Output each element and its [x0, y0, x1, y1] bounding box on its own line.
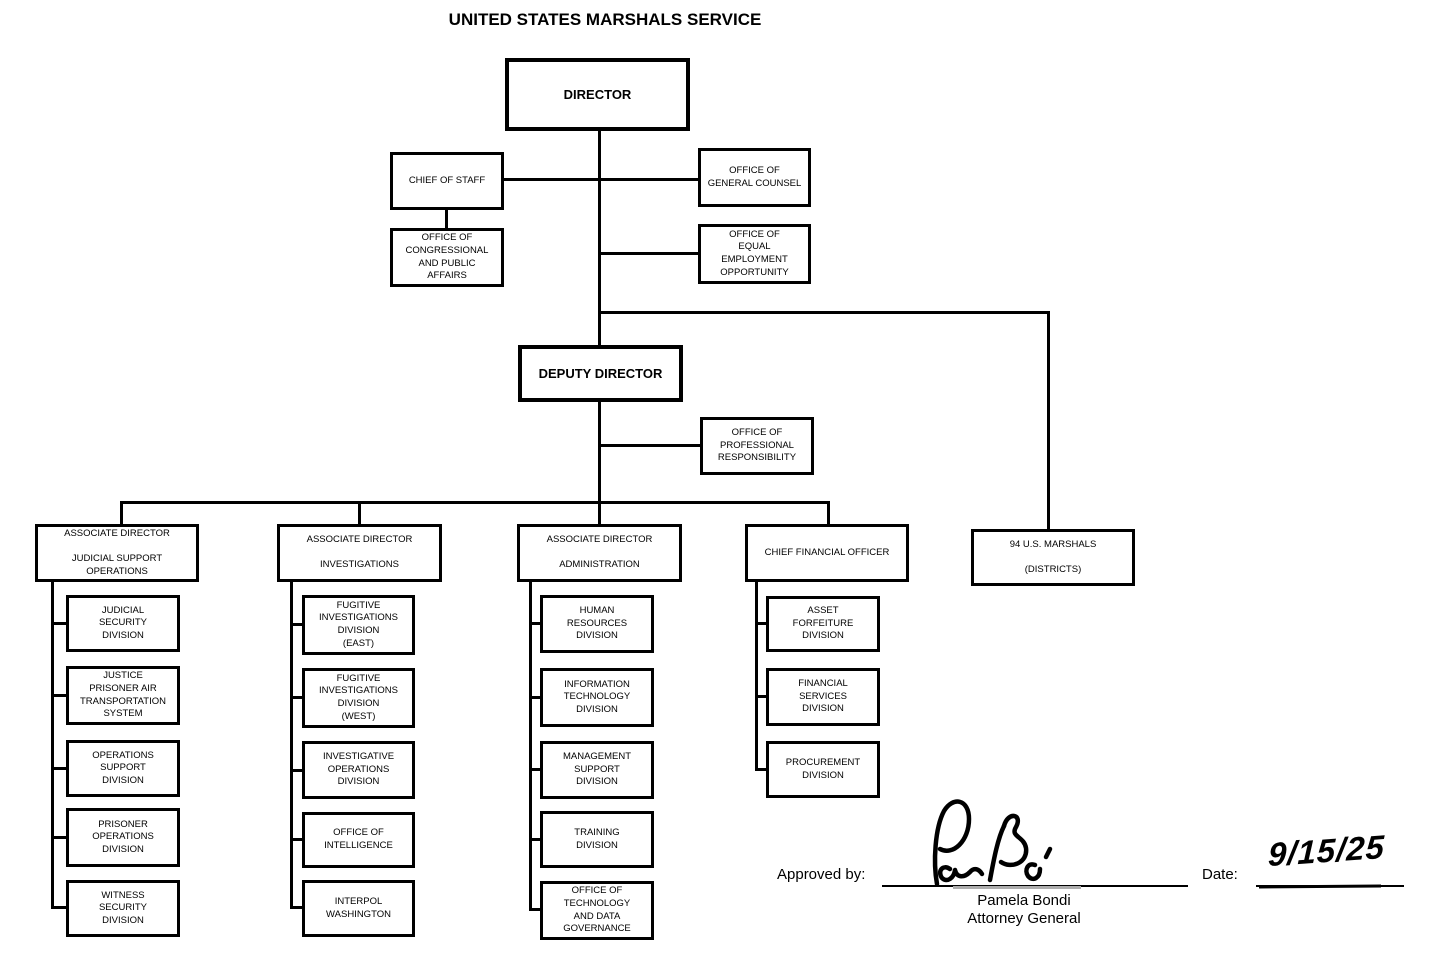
node-office-of-intelligence: OFFICE OF INTELLIGENCE	[302, 812, 415, 868]
node-associate-director-judicial-support: ASSOCIATE DIRECTOR JUDICIAL SUPPORT OPER…	[35, 524, 199, 582]
signer-name: Pamela Bondi	[977, 892, 1071, 909]
node-interpol-washington: INTERPOL WASHINGTON	[302, 880, 415, 937]
node-human-resources-division: HUMAN RESOURCES DIVISION	[540, 595, 654, 653]
stub-msd	[529, 768, 540, 771]
stub-trn	[529, 838, 540, 841]
node-training-division: TRAINING DIVISION	[540, 811, 654, 868]
connector-deputy-bus	[598, 402, 601, 524]
node-operations-support-division: OPERATIONS SUPPORT DIVISION	[66, 740, 180, 797]
connector-drop-cfo	[827, 501, 830, 524]
date-label: Date:	[1202, 866, 1238, 883]
node-associate-director-administration: ASSOCIATE DIRECTOR ADMINISTRATION	[517, 524, 682, 582]
stub-itd	[529, 696, 540, 699]
trunk-investigations	[290, 582, 293, 909]
node-office-congressional-public-affairs: OFFICE OF CONGRESSIONAL AND PUBLIC AFFAI…	[390, 228, 504, 287]
node-management-support-division: MANAGEMENT SUPPORT DIVISION	[540, 741, 654, 799]
stub-interpol	[290, 906, 302, 909]
node-us-marshals-districts: 94 U.S. MARSHALS (DISTRICTS)	[971, 529, 1135, 586]
stub-hrd	[529, 622, 540, 625]
node-information-technology-division: INFORMATION TECHNOLOGY DIVISION	[540, 668, 654, 727]
connector-marshals-horizontal	[598, 311, 1050, 314]
connector-drop-judicial	[120, 501, 123, 524]
connector-cos-ocpa	[445, 210, 448, 228]
node-office-general-counsel: OFFICE OF GENERAL COUNSEL	[698, 148, 811, 207]
stub-fsd	[755, 695, 766, 698]
approved-by-label: Approved by:	[777, 866, 866, 883]
signer-title: Attorney General	[967, 910, 1081, 927]
node-procurement-division: PROCUREMENT DIVISION	[766, 741, 880, 798]
stub-jpats	[51, 694, 66, 697]
node-office-technology-data-governance: OFFICE OF TECHNOLOGY AND DATA GOVERNANCE	[540, 881, 654, 940]
stub-fidw	[290, 696, 302, 699]
trunk-administration	[529, 582, 532, 911]
trunk-judicial	[51, 582, 54, 909]
connector-cos-ogc	[504, 178, 698, 181]
stub-jsd	[51, 622, 66, 625]
signature-scan-smudge	[953, 886, 1081, 889]
node-prisoner-operations-division: PRISONER OPERATIONS DIVISION	[66, 808, 180, 867]
node-director: DIRECTOR	[505, 58, 690, 131]
stub-pod	[51, 836, 66, 839]
node-associate-director-investigations: ASSOCIATE DIRECTOR INVESTIGATIONS	[277, 524, 442, 582]
page-title: UNITED STATES MARSHALS SERVICE	[448, 10, 762, 29]
stub-fide	[290, 623, 302, 626]
node-deputy-director: DEPUTY DIRECTOR	[518, 345, 683, 402]
stub-prc	[755, 768, 766, 771]
handwritten-signature-icon	[932, 799, 1053, 887]
node-asset-forfeiture-division: ASSET FORFEITURE DIVISION	[766, 596, 880, 652]
node-investigative-operations-division: INVESTIGATIVE OPERATIONS DIVISION	[302, 741, 415, 799]
connector-branch-bus	[120, 501, 830, 504]
node-fugitive-investigations-east: FUGITIVE INVESTIGATIONS DIVISION (EAST)	[302, 595, 415, 655]
connector-drop-investigations	[358, 501, 361, 524]
node-judicial-security-division: JUDICIAL SECURITY DIVISION	[66, 595, 180, 652]
stub-afd	[755, 622, 766, 625]
node-office-professional-responsibility: OFFICE OF PROFESSIONAL RESPONSIBILITY	[700, 417, 814, 475]
connector-eeo	[601, 252, 698, 255]
handwritten-date: 9/15/25	[1267, 827, 1386, 874]
date-underline-stroke	[1258, 884, 1382, 889]
stub-otdg	[529, 908, 540, 911]
node-fugitive-investigations-west: FUGITIVE INVESTIGATIONS DIVISION (WEST)	[302, 668, 415, 728]
node-witness-security-division: WITNESS SECURITY DIVISION	[66, 880, 180, 937]
stub-intel	[290, 838, 302, 841]
connector-opr	[601, 444, 700, 447]
connector-marshals-vertical	[1047, 311, 1050, 529]
node-chief-financial-officer: CHIEF FINANCIAL OFFICER	[745, 524, 909, 582]
stub-osd	[51, 767, 66, 770]
node-chief-of-staff: CHIEF OF STAFF	[390, 152, 504, 210]
connector-director-deputy	[598, 131, 601, 345]
node-office-equal-employment-opportunity: OFFICE OF EQUAL EMPLOYMENT OPPORTUNITY	[698, 224, 811, 284]
stub-iod	[290, 769, 302, 772]
stub-wsd	[51, 906, 66, 909]
trunk-cfo	[755, 582, 758, 771]
node-financial-services-division: FINANCIAL SERVICES DIVISION	[766, 668, 880, 726]
node-justice-prisoner-air-transportation: JUSTICE PRISONER AIR TRANSPORTATION SYST…	[66, 666, 180, 725]
